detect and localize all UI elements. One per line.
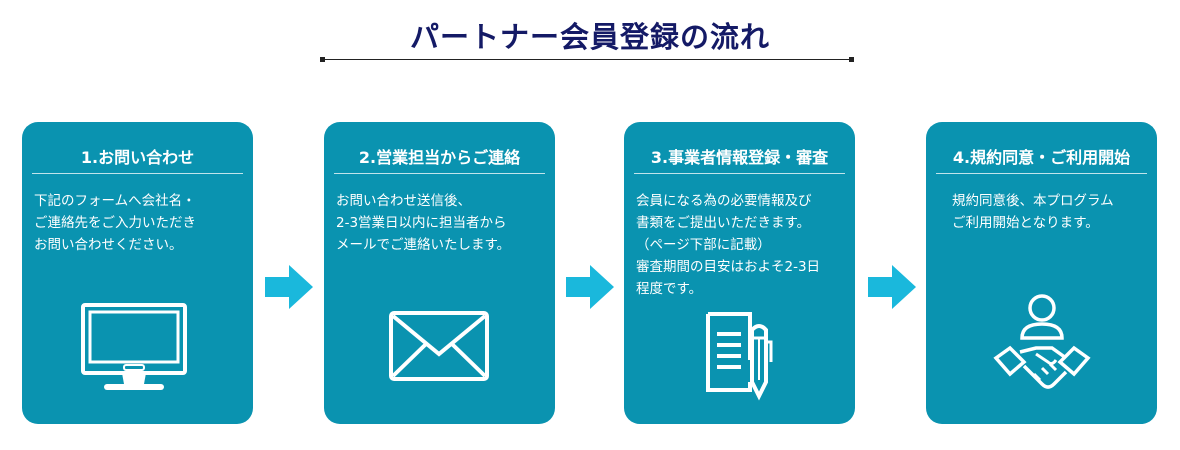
step-4-line-1: 規約同意後、本プログラム — [952, 193, 1114, 209]
step-description-4: 規約同意後、本プログラム ご利用開始となります。 — [952, 190, 1149, 234]
step-title-3: 3.事業者情報登録・審査 — [650, 148, 829, 167]
step-divider-2 — [334, 173, 545, 174]
step-card-4: 4.規約同意・ご利用開始 規約同意後、本プログラム ご利用開始となります。 — [926, 122, 1157, 424]
step-3-line-4: 審査期間の目安はおよそ2-3日 — [636, 259, 821, 275]
step-divider-4 — [936, 173, 1147, 174]
step-card-1: 1.お問い合わせ 下記のフォームへ会社名・ ご連絡先をご入力いただき お問い合わ… — [22, 122, 253, 424]
envelope-icon — [389, 311, 489, 381]
step-title-2: 2.営業担当からご連絡 — [358, 148, 521, 167]
step-2-line-2: 2-3営業日以内に担当者から — [336, 215, 507, 231]
step-card-2: 2.営業担当からご連絡 お問い合わせ送信後、 2-3営業日以内に担当者から メー… — [324, 122, 555, 424]
step-description-3: 会員になる為の必要情報及び 書類をご提出いただきます。 （ページ下部に記載） 審… — [636, 190, 847, 300]
step-1-line-2: ご連絡先をご入力いただき — [34, 215, 196, 231]
step-3-line-1: 会員になる為の必要情報及び — [636, 193, 812, 209]
step-card-3: 3.事業者情報登録・審査 会員になる為の必要情報及び 書類をご提出いただきます。… — [624, 122, 855, 424]
document-pen-icon — [706, 312, 773, 401]
step-title-1: 1.お問い合わせ — [80, 148, 195, 167]
step-title-4: 4.規約同意・ご利用開始 — [952, 148, 1131, 167]
monitor-icon — [81, 303, 187, 390]
step-2-line-1: お問い合わせ送信後、 — [336, 193, 471, 209]
step-3-line-2: 書類をご提出いただきます。 — [636, 215, 811, 231]
step-1-line-1: 下記のフォームへ会社名・ — [34, 193, 196, 209]
step-divider-3 — [634, 173, 845, 174]
step-3-line-5: 程度です。 — [636, 281, 703, 297]
handshake-icon — [993, 294, 1091, 389]
arrow-right-icon — [566, 265, 614, 309]
step-divider-1 — [32, 173, 243, 174]
step-description-2: お問い合わせ送信後、 2-3営業日以内に担当者から メールでご連絡いたします。 — [336, 190, 547, 256]
step-4-line-2: ご利用開始となります。 — [952, 215, 1099, 231]
arrow-right-icon — [265, 265, 313, 309]
step-description-1: 下記のフォームへ会社名・ ご連絡先をご入力いただき お問い合わせください。 — [34, 190, 245, 256]
step-1-line-3: お問い合わせください。 — [34, 237, 183, 253]
arrow-right-icon — [868, 265, 916, 309]
title-underline — [320, 57, 854, 62]
page-title: パートナー会員登録の流れ — [409, 20, 770, 54]
step-2-line-3: メールでご連絡いたします。 — [336, 237, 511, 253]
step-3-line-3: （ページ下部に記載） — [636, 237, 771, 253]
